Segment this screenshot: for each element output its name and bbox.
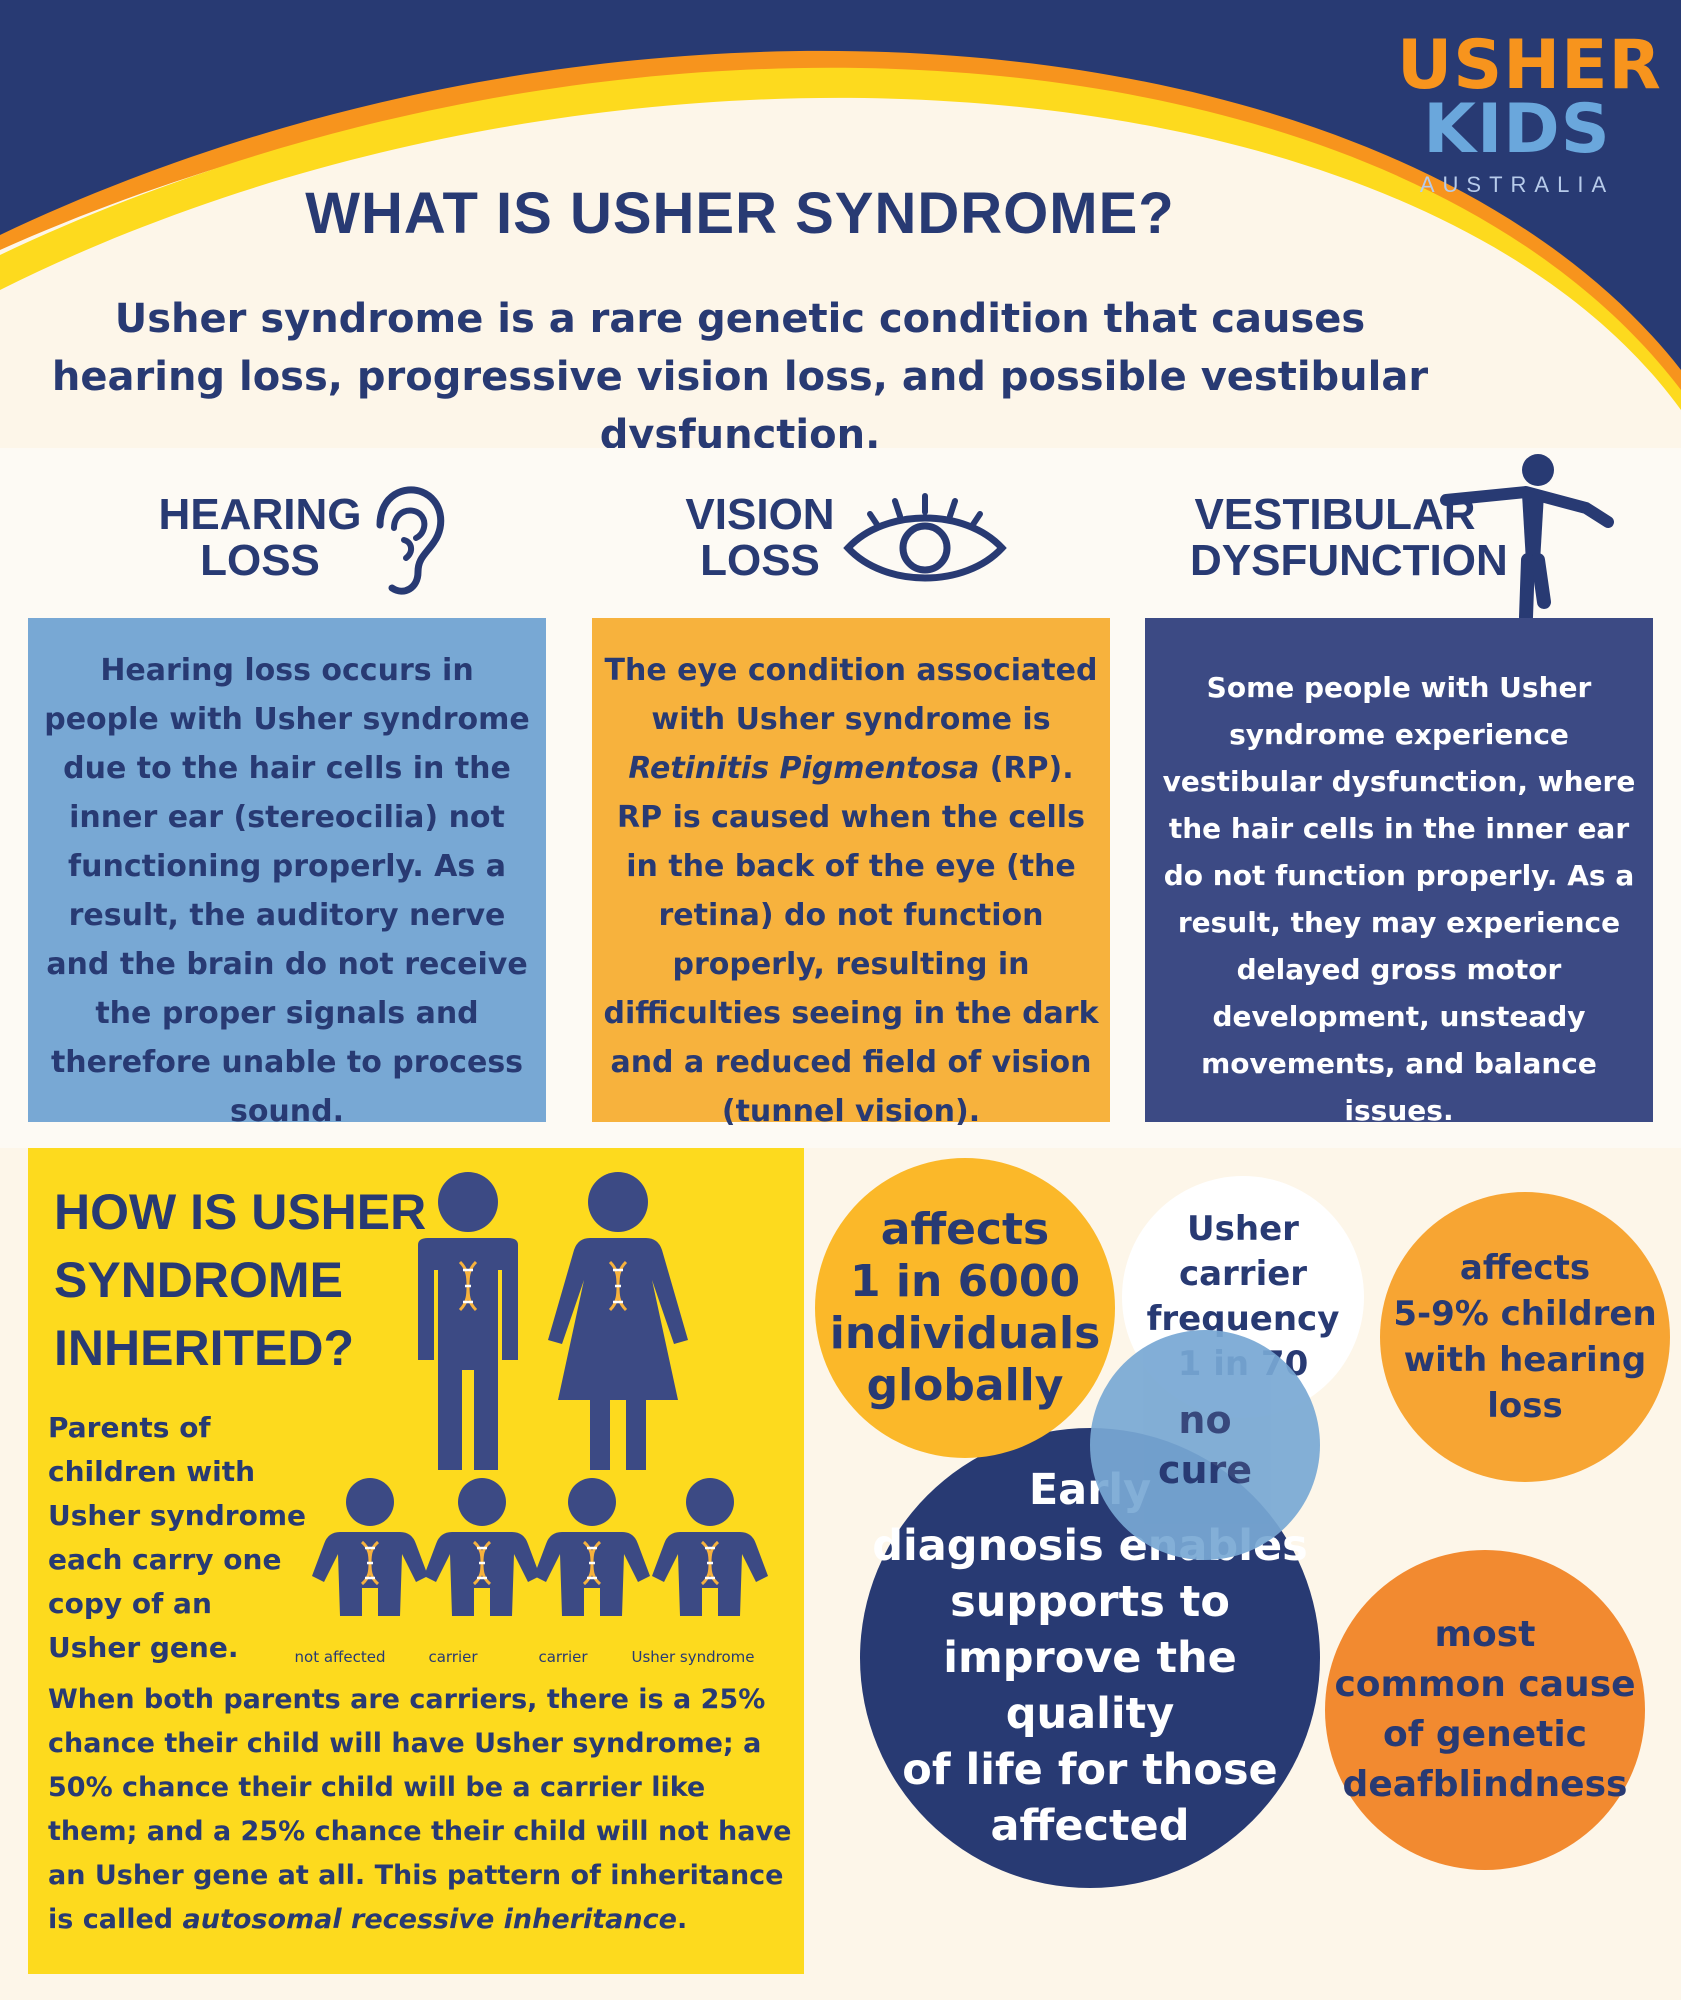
- child-label-carrier-2: carrier: [538, 1648, 588, 1666]
- children-figures: [312, 1478, 768, 1616]
- header-background: [0, 0, 1681, 440]
- vestibular-heading-line2: DYSFUNCTION: [1190, 536, 1508, 585]
- father-icon: [418, 1172, 518, 1470]
- vision-info-box: The eye condition associated with Usher …: [592, 618, 1110, 1129]
- child-label-usher-syndrome: Usher syndrome: [631, 1648, 755, 1666]
- vestibular-heading-line1: VESTIBULAR: [1194, 490, 1476, 539]
- fact-early-diagnosis-text: Early diagnosis enables supports to impr…: [872, 1465, 1307, 1851]
- vision-text-part2: (RP). RP is caused when the cells in the…: [603, 751, 1099, 1129]
- fact-global-text: affects 1 in 6000 individuals globally: [829, 1204, 1101, 1411]
- eye-icon: [843, 493, 1007, 582]
- ear-icon: [376, 486, 445, 595]
- inheritance-title-line2: SYNDROME: [54, 1252, 343, 1308]
- intro-text: Usher syndrome is a rare genetic conditi…: [51, 296, 1429, 458]
- hearing-heading-line1: HEARING: [158, 490, 362, 539]
- vision-heading: VISION LOSS: [670, 492, 850, 584]
- child-carrier-2-icon: [534, 1478, 650, 1616]
- mother-icon: [548, 1172, 688, 1470]
- inheritance-panel: HOW IS USHER SYNDROME INHERITED? Parents…: [28, 1148, 804, 1974]
- vestibular-heading: VESTIBULAR DYSFUNCTION: [1190, 490, 1508, 585]
- inheritance-explanation: When both parents are carriers, there is…: [48, 1678, 798, 1942]
- inheritance-text-part1: When both parents are carriers, there is…: [48, 1684, 792, 1935]
- hearing-info-box: Hearing loss occurs in people with Usher…: [28, 618, 546, 1129]
- child-label-carrier-1: carrier: [428, 1648, 478, 1666]
- logo-usher: USHER: [1397, 26, 1662, 105]
- fact-no-cure-text: no cure: [1157, 1398, 1253, 1492]
- child-label-not-affected: not affected: [294, 1648, 386, 1666]
- vestibular-info-text: Some people with Usher syndrome experien…: [1162, 671, 1636, 1127]
- vision-text-part1: The eye condition associated with Usher …: [604, 653, 1098, 737]
- hearing-info-text: Hearing loss occurs in people with Usher…: [44, 653, 530, 1129]
- logo-kids: KIDS: [1423, 90, 1611, 169]
- inheritance-text-part2: .: [676, 1904, 688, 1935]
- child-carrier-1-icon: [424, 1478, 540, 1616]
- parents-text: Parents of children with Usher syndrome …: [48, 1411, 306, 1664]
- inheritance-title-line3: INHERITED?: [54, 1320, 354, 1376]
- balancing-person-icon: [1440, 454, 1614, 622]
- inheritance-title-line1: HOW IS USHER: [54, 1184, 427, 1240]
- fact-common-cause-text: most common cause of genetic deafblindne…: [1334, 1614, 1636, 1805]
- vision-info-text: The eye condition associated with Usher …: [602, 646, 1100, 1136]
- fact-hearing-children-text: affects 5-9% children with hearing loss: [1393, 1248, 1657, 1426]
- fact-circle-hearing-children: affects 5-9% children with hearing loss: [1380, 1192, 1670, 1482]
- fact-circle-no-cure: no cure: [1090, 1330, 1320, 1560]
- hearing-heading-line2: LOSS: [200, 536, 320, 585]
- inheritance-text-italic: autosomal recessive inheritance: [182, 1904, 677, 1935]
- vision-text-italic: Retinitis Pigmentosa: [628, 751, 980, 786]
- fact-circle-common-cause: most common cause of genetic deafblindne…: [1325, 1550, 1645, 1870]
- inheritance-title: HOW IS USHER SYNDROME INHERITED?: [54, 1178, 426, 1382]
- vision-heading-line2: LOSS: [700, 536, 820, 585]
- vision-heading-line1: VISION: [685, 490, 835, 539]
- page-title: WHAT IS USHER SYNDROME?: [305, 181, 1175, 246]
- hearing-heading: HEARING LOSS: [150, 492, 370, 584]
- fact-circle-early-diagnosis: Early diagnosis enables supports to impr…: [860, 1428, 1320, 1888]
- child-not-affected-icon: [312, 1478, 428, 1616]
- usher-kids-logo: USHER KIDS AUSTRALIA: [1397, 26, 1662, 198]
- logo-australia: AUSTRALIA: [1419, 172, 1615, 197]
- vestibular-info-box: Some people with Usher syndrome experien…: [1145, 618, 1653, 1127]
- child-usher-icon: [652, 1478, 768, 1616]
- fact-carrier-text: Usher carrier frequency 1 in 70: [1146, 1209, 1340, 1384]
- fact-circle-global: affects 1 in 6000 individuals globally: [815, 1158, 1115, 1458]
- family-figures: [418, 1172, 688, 1470]
